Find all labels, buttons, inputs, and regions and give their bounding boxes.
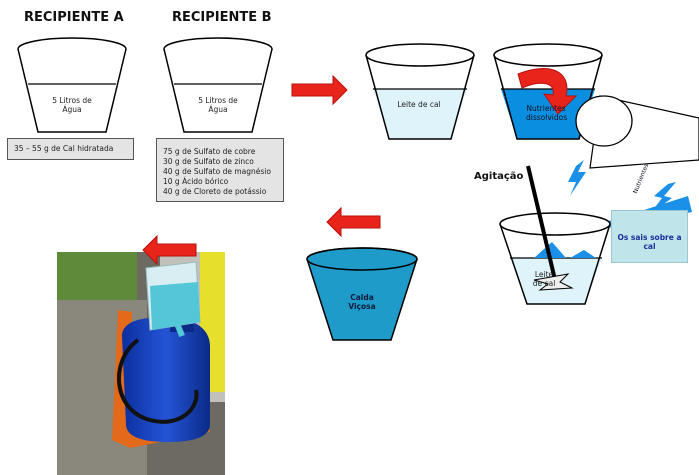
recipient-a-ingredients: 35 – 55 g de Cal hidratada [7, 138, 134, 160]
bucket-b [163, 37, 273, 133]
calda-label: Calda Viçosa [348, 293, 376, 311]
arrow-left-1 [326, 206, 381, 238]
tilted-bucket [575, 95, 699, 169]
bucket-agitation [499, 165, 611, 305]
lime-milk-label: Leite de cal [397, 100, 441, 109]
cal-hidratada-text: 35 – 55 g de Cal hidratada [14, 144, 114, 153]
salts-note: Os sais sobre a cal [611, 210, 688, 263]
bucket-calda [306, 247, 418, 341]
bucket-lime-milk [365, 43, 475, 140]
arrow-left-2 [142, 234, 197, 266]
bucket-a-label: 5 Litros de Água [52, 96, 92, 114]
bucket-nutrients [493, 43, 603, 140]
bucket-a [17, 37, 127, 133]
ingredient-line: 40 g de Cloreto de potássio [163, 187, 267, 196]
ingredient-line: 30 g de Sulfato de zinco [163, 157, 254, 166]
curved-arrow [517, 68, 578, 115]
recipient-a-title: RECIPIENTE A [24, 10, 124, 25]
recipient-b-title: RECIPIENTE B [172, 10, 272, 25]
bucket-b-label: 5 Litros de Água [198, 96, 238, 114]
spill-left [568, 160, 586, 196]
arrow-right-1 [291, 74, 348, 106]
agitation-label: Agitação [474, 171, 524, 182]
nutrients-label: Nutrientes dissolvidos [526, 104, 568, 122]
ingredient-line: 40 g de Sulfato de magnésio [163, 167, 271, 176]
recipient-b-ingredients: 75 g de Sulfato de cobre 30 g de Sulfato… [156, 138, 284, 202]
lime-milk-mix-label: Leite de cal [532, 270, 556, 288]
spill-right [650, 182, 676, 214]
sprayer-photo [57, 252, 225, 475]
ingredient-line: 75 g de Sulfato de cobre [163, 147, 256, 156]
ingredient-line: 10 g Ácido bórico [163, 177, 229, 186]
